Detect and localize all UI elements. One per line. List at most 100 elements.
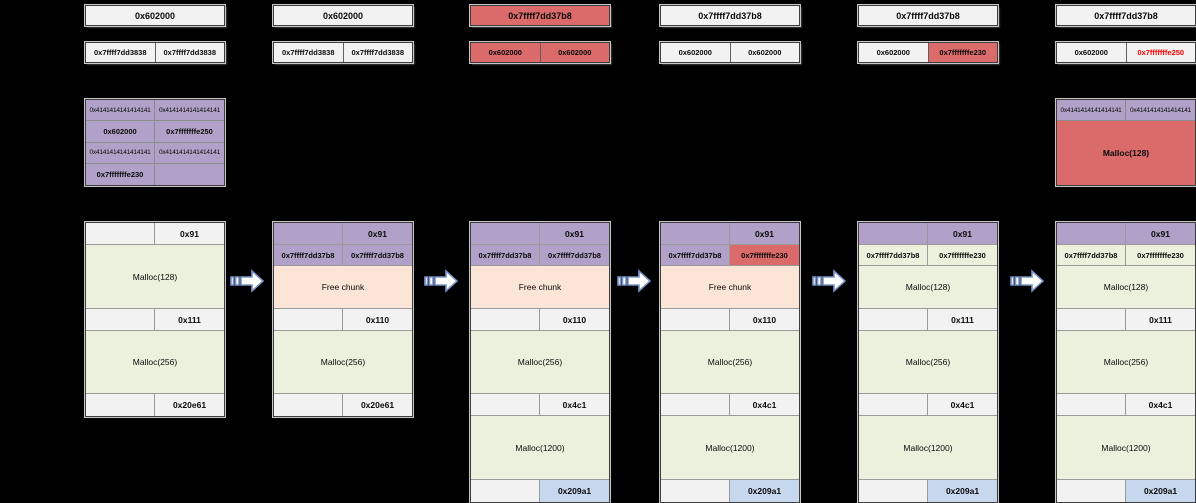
chunk-size-cell: 0x91 [155,223,224,244]
fd-pointer-cell: 0x7ffff7dd37b8 [661,245,730,265]
top-pointer-box: 0x7ffff7dd37b8 [660,5,800,26]
top-pointer-box: 0x7ffff7dd37b8 [1056,5,1196,26]
chunk-size-row: 0x110 [471,309,609,331]
stack-cell: 0x4141414141414141 [86,100,155,122]
prev-size-cell [274,309,343,330]
chunk-size-cell: 0x91 [1126,223,1195,244]
top-pointer-box: 0x7ffff7dd37b8 [470,5,610,26]
prev-size-cell [274,394,343,416]
prev-size-cell [471,480,540,502]
prev-size-cell [859,309,928,330]
right-arrow-icon [424,269,458,293]
fd-bk-row: 0x7ffff7dd37b8 0x7fffffffe230 [1057,245,1195,266]
chunk-size-cell: 0x20e61 [343,394,412,416]
top-chunk-size-cell: 0x209a1 [540,480,609,502]
stack-cell: 0x4141414141414141 [1057,100,1126,121]
top-pointer-box: 0x602000 [273,5,413,26]
pointer-pair-box: 0x602000 0x7fffffffe250 [1056,42,1196,63]
fd-pointer-cell: 0x7ffff7dd37b8 [274,245,343,265]
right-arrow-icon [1010,269,1044,293]
chunk-size-cell: 0x4c1 [540,394,609,415]
top-chunk-size-cell: 0x209a1 [928,480,997,502]
pair-left-value: 0x602000 [1074,48,1108,57]
pair-left-value: 0x602000 [471,43,540,62]
heap-layout-table: 0x91 0x7ffff7dd37b8 0x7ffff7dd37b8 Free … [470,222,610,503]
prev-size-cell [86,309,155,330]
chunk-size-row: 0x4c1 [1057,394,1195,416]
chunk-size-row: 0x111 [86,309,224,331]
stack-buffer-block: 0x4141414141414141 0x4141414141414141 Ma… [1056,99,1196,186]
chunk-size-row: 0x91 [661,223,799,245]
pair-right-value: 0x7ffff7dd3838 [342,43,413,62]
prev-size-cell [86,223,155,244]
state-3-column: 0x7ffff7dd37b8 0x602000 0x602000 0x91 0x… [470,0,610,503]
chunk-label: Malloc(256) [86,331,224,394]
chunk-label: Free chunk [661,266,799,309]
chunk-size-cell: 0x4c1 [928,394,997,415]
pair-right-value: 0x602000 [539,43,609,62]
pair-right-value: 0x7fffffffe230 [927,43,997,62]
chunk-size-row: 0x209a1 [859,480,997,502]
state-1-column: 0x602000 0x7ffff7dd3838 0x7ffff7dd3838 0… [85,0,225,502]
prev-size-cell [471,223,540,244]
chunk-size-row: 0x20e61 [86,394,224,416]
prev-size-cell [1057,309,1126,330]
chunk-label: Malloc(256) [274,331,412,394]
stack-cell: 0x4141414141414141 [155,100,224,122]
chunk-size-cell: 0x111 [928,309,997,330]
prev-size-cell [1057,394,1126,415]
chunk-size-cell: 0x91 [928,223,997,244]
chunk-size-row: 0x91 [859,223,997,245]
chunk-size-cell: 0x110 [540,309,609,330]
prev-size-cell [1057,480,1126,502]
chunk-size-row: 0x110 [274,309,412,331]
stack-cell: 0x602000 [86,121,155,143]
pair-right-value: 0x7fffffffe250 [1125,43,1196,62]
stack-cell: 0x7fffffffe250 [155,121,224,143]
fd-bk-row: 0x7ffff7dd37b8 0x7fffffffe230 [661,245,799,266]
prev-size-cell [471,394,540,415]
top-pointer-box: 0x7ffff7dd37b8 [858,5,998,26]
prev-size-cell [1057,223,1126,244]
prev-size-cell [661,480,730,502]
chunk-size-cell: 0x20e61 [155,394,224,416]
chunk-label: Free chunk [471,266,609,309]
chunk-size-cell: 0x91 [730,223,799,244]
chunk-label: Malloc(128) [86,245,224,309]
stack-cell: 0x4141414141414141 [155,143,224,164]
bk-pointer-cell: 0x7fffffffe230 [928,245,997,265]
chunk-size-row: 0x111 [859,309,997,331]
stack-buffer-block: 0x4141414141414141 0x4141414141414141 0x… [85,99,225,186]
pair-right-value: 0x602000 [729,43,800,62]
chunk-size-row: 0x209a1 [1057,480,1195,502]
chunk-size-cell: 0x111 [155,309,224,330]
chunk-size-cell: 0x110 [343,309,412,330]
right-arrow-icon [230,269,264,293]
fd-bk-row: 0x7ffff7dd37b8 0x7ffff7dd37b8 [471,245,609,266]
chunk-label: Malloc(1200) [859,416,997,480]
right-arrow-icon [617,269,651,293]
chunk-size-row: 0x209a1 [661,480,799,502]
pointer-pair-box: 0x7ffff7dd3838 0x7ffff7dd3838 [85,42,225,63]
chunk-size-cell: 0x91 [540,223,609,244]
chunk-label: Free chunk [274,266,412,309]
fd-pointer-cell: 0x7ffff7dd37b8 [471,245,540,265]
prev-size-cell [661,309,730,330]
fd-pointer-cell: 0x7ffff7dd37b8 [859,245,928,265]
heap-layout-table: 0x91 Malloc(128) 0x111 Malloc(256) 0x20e… [85,222,225,417]
top-chunk-size-cell: 0x209a1 [730,480,799,502]
chunk-label: Malloc(256) [859,331,997,394]
state-4-column: 0x7ffff7dd37b8 0x602000 0x602000 0x91 0x… [660,0,800,503]
chunk-size-row: 0x91 [274,223,412,245]
chunk-size-cell: 0x111 [1126,309,1195,330]
chunk-size-cell: 0x110 [730,309,799,330]
pair-left-value: 0x602000 [876,48,910,57]
chunk-label: Malloc(256) [661,331,799,394]
right-arrow-icon [812,269,846,293]
bk-pointer-cell: 0x7fffffffe230 [1126,245,1195,265]
chunk-size-row: 0x91 [471,223,609,245]
bk-pointer-cell: 0x7ffff7dd37b8 [343,245,412,265]
chunk-size-row: 0x91 [1057,223,1195,245]
fd-pointer-cell: 0x7ffff7dd37b8 [1057,245,1126,265]
